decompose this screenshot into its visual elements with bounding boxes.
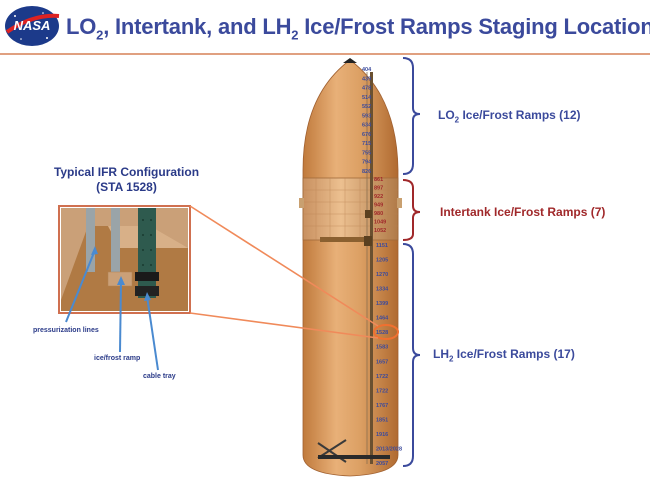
title-subscript: 2 [96, 27, 104, 43]
station-label: 676 [362, 132, 371, 138]
nasa-logo-text: NASA [14, 18, 51, 33]
station-label: 949 [374, 203, 383, 209]
ice-frost-ramp-leader [119, 279, 122, 353]
projection-line [189, 205, 379, 327]
pressurization-lines-callout: pressurization lines [33, 327, 99, 334]
station-label: 439 [362, 76, 371, 82]
station-label: 2057 [376, 461, 388, 467]
station-label: 1583 [376, 345, 388, 351]
intertank-section [302, 177, 399, 241]
nasa-logo: NASA [3, 4, 61, 53]
station-label: 1049 [374, 220, 386, 226]
title-part: , Intertank, and LH [103, 14, 292, 39]
sta-1528-highlight [373, 324, 399, 340]
station-label: 1767 [376, 403, 388, 409]
station-label: 1151 [376, 243, 388, 249]
pressurization-leader [65, 249, 96, 323]
inset-cable-tray [138, 208, 156, 298]
lh2-bracket [402, 243, 421, 467]
station-label: 1464 [376, 316, 389, 322]
station-label: 1657 [376, 359, 388, 365]
station-label: 794 [362, 160, 372, 166]
station-label: 922 [374, 194, 383, 200]
cable-tray-leader [146, 295, 159, 371]
title-part: Ice/Frost Ramps Staging Locations [298, 14, 650, 39]
station-label: 1722 [376, 388, 388, 394]
station-label: 1205 [376, 258, 388, 264]
label-part: Ice/Frost Ramps (17) [453, 347, 575, 361]
pressurization-line-pipe [86, 208, 95, 272]
projection-line [189, 312, 379, 339]
intertank-bracket [402, 179, 421, 241]
title-part: LO [66, 14, 97, 39]
station-label: 1916 [376, 432, 388, 438]
thrust-beam [320, 237, 364, 242]
title-divider [0, 53, 650, 55]
station-label: 1399 [376, 301, 388, 307]
station-label: 634 [362, 123, 372, 129]
station-label: 897 [374, 186, 383, 192]
station-label: 755 [362, 150, 371, 156]
station-label: 2013/2028 [376, 446, 402, 452]
label-part: LO [438, 108, 455, 122]
station-label: 1528 [376, 330, 388, 336]
station-label: 593 [362, 113, 371, 119]
title-subscript: 2 [291, 27, 299, 43]
station-label: 1052 [374, 228, 386, 234]
station-label: 1851 [376, 417, 388, 423]
station-label: 552 [362, 104, 371, 110]
station-label: 478 [362, 86, 371, 92]
ice-frost-ramp-callout: ice/frost ramp [94, 355, 141, 362]
aft-crossbeam [318, 455, 390, 459]
label-part: Ice/Frost Ramps (12) [459, 108, 581, 122]
inset-frame [58, 205, 191, 314]
lox-ramps-label: LO2 Ice/Frost Ramps (12) [438, 108, 581, 124]
pressurization-line-pipe [111, 208, 120, 272]
station-label: 1334 [376, 287, 389, 293]
lox-bracket [402, 57, 421, 175]
station-label: 715 [362, 141, 371, 147]
label-subscript: 2 [454, 115, 460, 125]
station-label: 514 [362, 95, 372, 101]
page-title: LO2, Intertank, and LH2 Ice/Frost Ramps … [66, 14, 650, 42]
station-label: 1270 [376, 272, 388, 278]
label-subscript: 2 [449, 354, 454, 364]
intertank-flange [299, 198, 304, 208]
lh2-ramps-label: LH2 Ice/Frost Ramps (17) [433, 347, 575, 363]
station-label: 980 [374, 211, 383, 217]
intertank-ramps-label: Intertank Ice/Frost Ramps (7) [440, 205, 606, 219]
station-label: 404 [362, 67, 372, 73]
nose-cap [343, 58, 357, 63]
tank-body [302, 59, 399, 477]
inset-title-line2: (STA 1528) [96, 180, 157, 194]
inset-title: Typical IFR Configuration (STA 1528) [44, 165, 209, 195]
inset-title-line1: Typical IFR Configuration [53, 165, 200, 179]
cable-tray-callout: cable tray [143, 373, 176, 380]
cable-tray [370, 72, 373, 464]
station-label: 826 [362, 169, 371, 175]
intertank-flange [397, 198, 402, 208]
label-part: LH [433, 347, 449, 361]
station-label: 1722 [376, 374, 388, 380]
station-label: 861 [374, 177, 383, 183]
